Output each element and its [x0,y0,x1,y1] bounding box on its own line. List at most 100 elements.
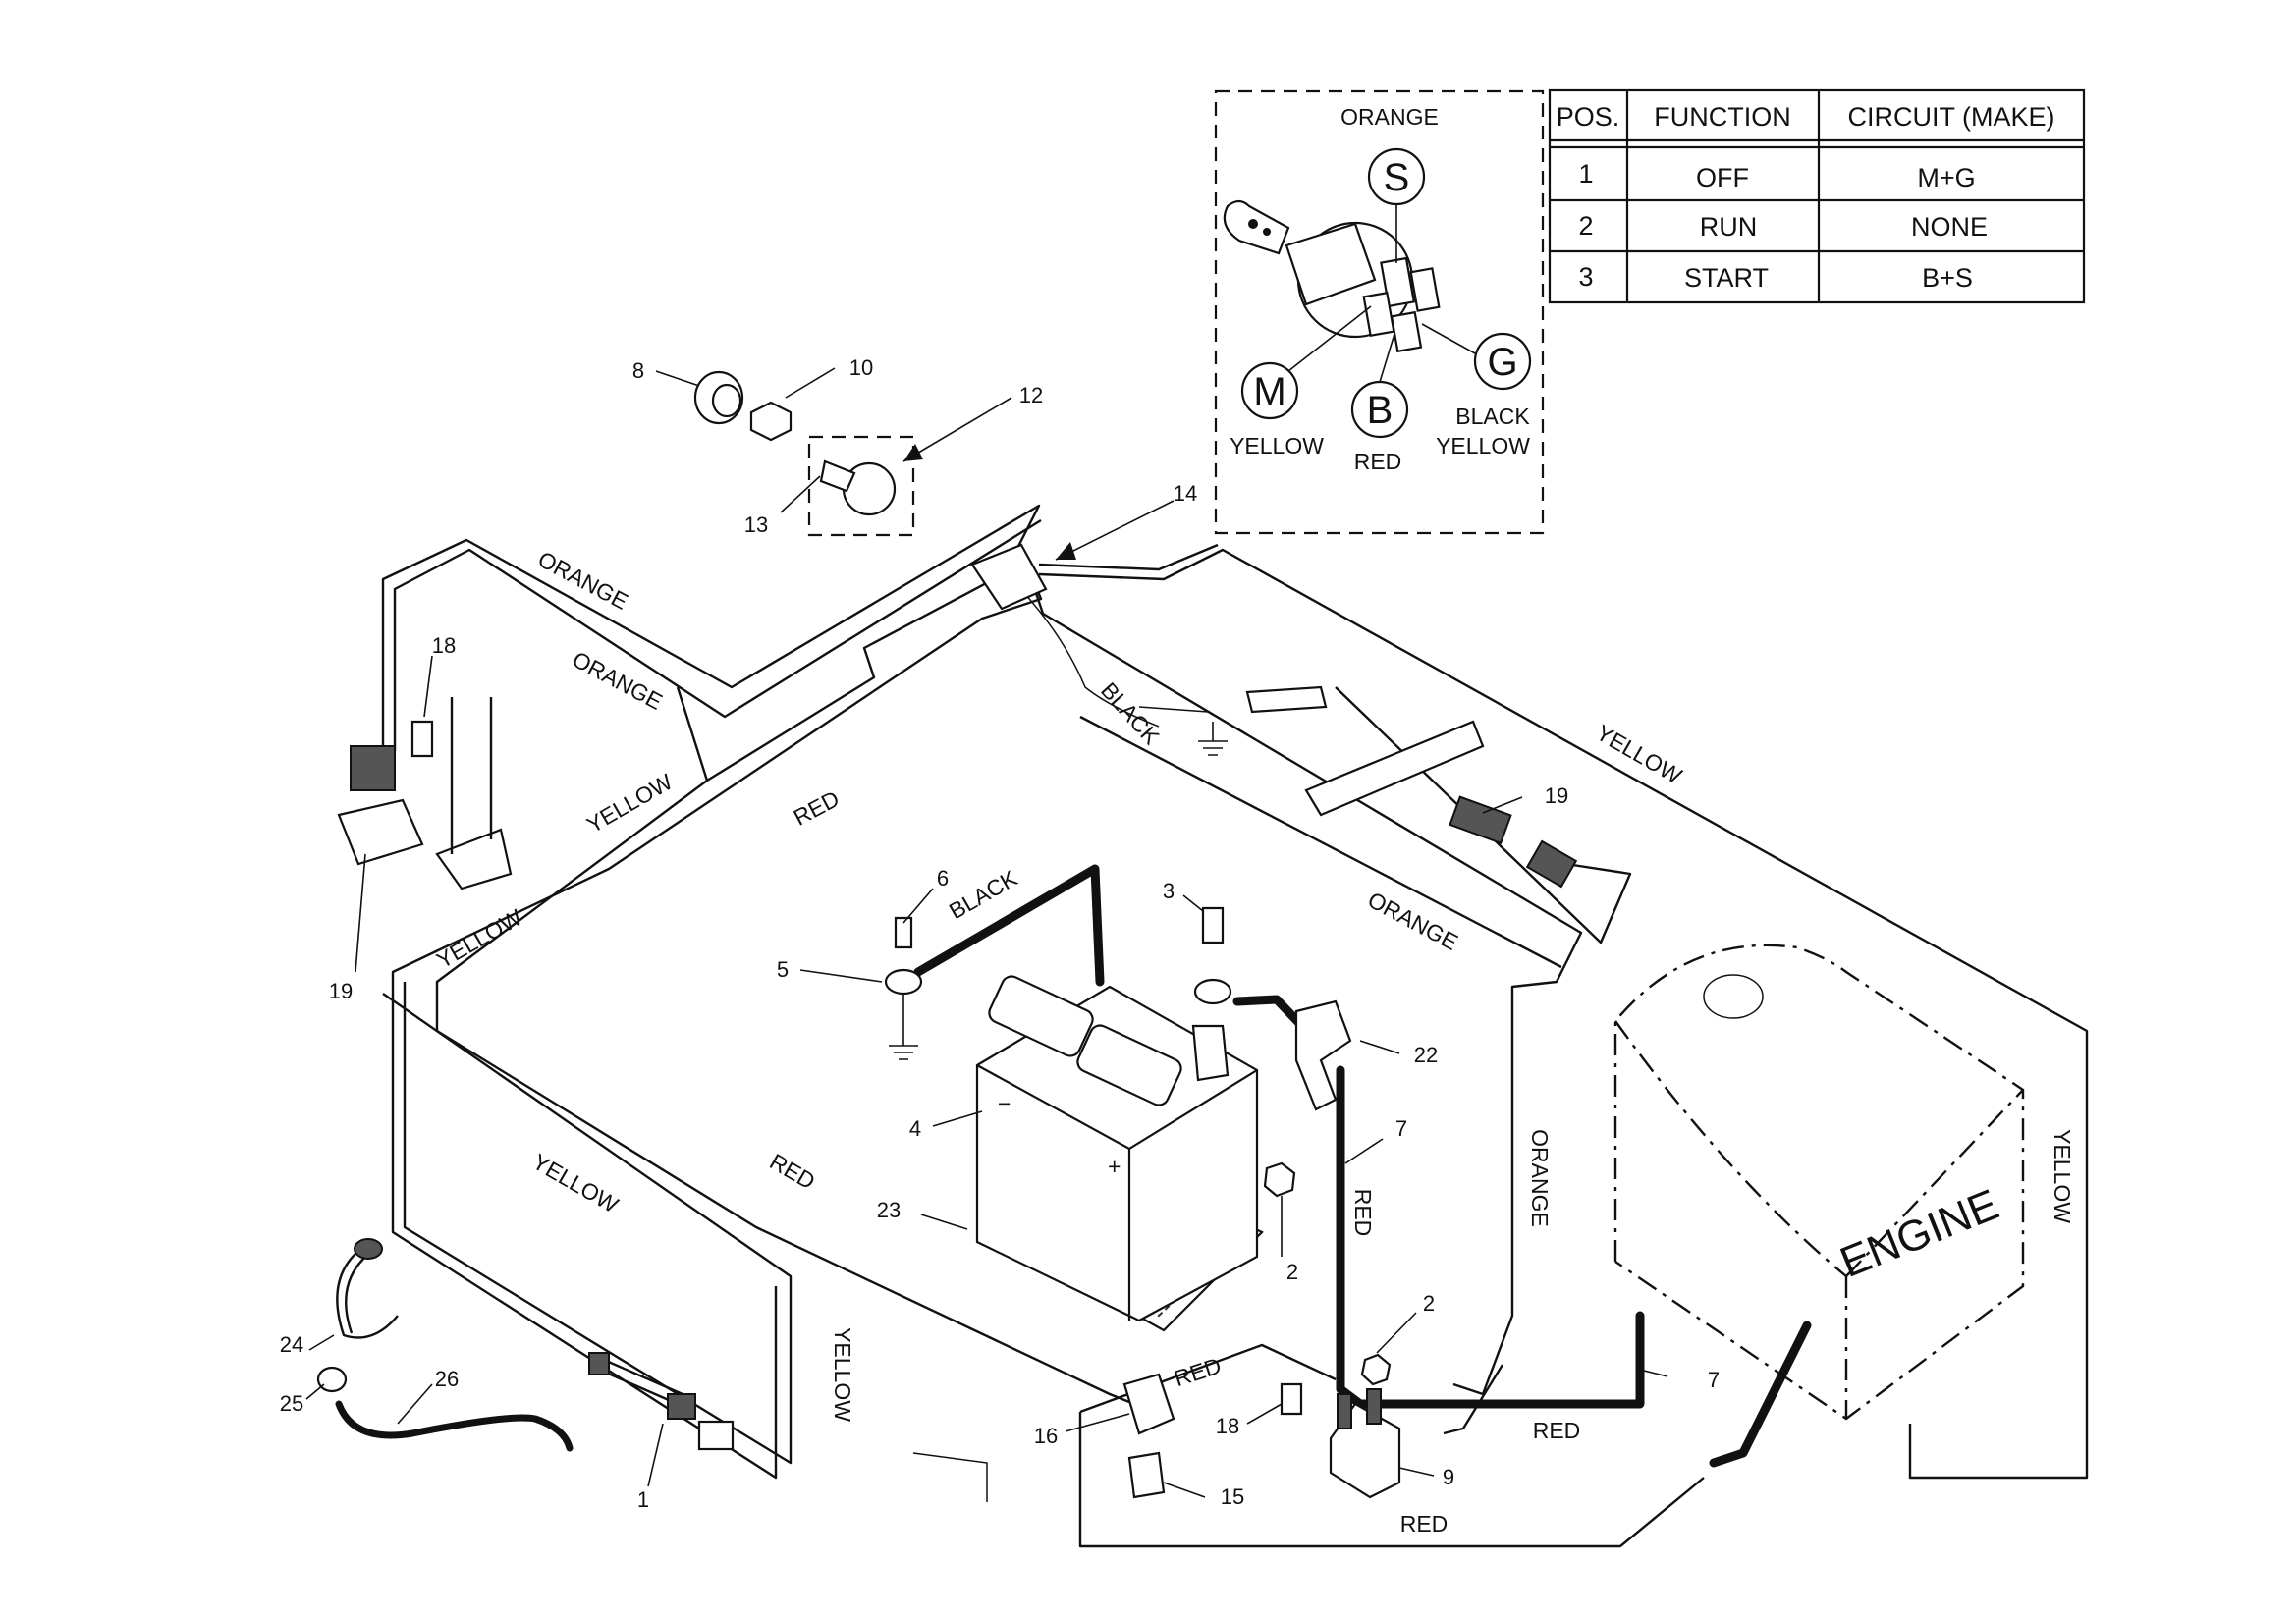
wire-label-yellow: YELLOW [582,769,677,838]
table-cell: OFF [1696,163,1749,192]
engine: ENGINE [1613,944,2025,1421]
part-number: 24 [280,1332,303,1357]
part-2-nut [1360,1353,1392,1386]
wire-label-red: RED [1533,1418,1581,1443]
wire-label-red: RED [1171,1353,1224,1392]
part-number: 2 [1286,1260,1298,1284]
part-number: 7 [1708,1368,1720,1392]
part-number: 1 [637,1487,649,1512]
part-number: 22 [1414,1043,1438,1067]
terminal-m-circle [1240,361,1299,420]
part-number: 25 [280,1391,303,1416]
part-26-hose [335,1400,574,1452]
table-cell: 3 [1578,262,1593,292]
table-cell: 1 [1578,159,1593,189]
part-number: 10 [849,355,873,380]
wire-label-black: BLACK [1096,677,1165,750]
wire-label-orange: ORANGE [1364,887,1462,955]
part-number: 9 [1443,1465,1454,1489]
ignition-switch-illustration [1223,199,1441,353]
wire-label-orange: ORANGE [1527,1129,1553,1227]
table-cell: 2 [1578,211,1593,241]
part-number: 13 [744,512,768,537]
detail-label-yellow-g: YELLOW [1436,433,1530,458]
part-number: 18 [432,633,456,658]
part-number: 23 [877,1198,901,1222]
terminal-b-label: B [1367,389,1394,432]
terminal-g-circle [1473,332,1532,391]
part-19-bracket [1304,720,1485,817]
table-header-circuit: CIRCUIT (MAKE) [1847,102,2054,132]
part-number: 16 [1034,1424,1058,1448]
part-5-ring-terminal [884,968,923,996]
parts [316,370,1578,1499]
detail-label-black: BLACK [1455,404,1530,429]
table-cell: RUN [1700,212,1758,242]
part-12-dashed-frame [807,435,915,537]
part-number: 4 [909,1116,921,1141]
wire-label-yellow: YELLOW [432,904,526,974]
wire-label-red: RED [1350,1189,1376,1237]
part-number: 14 [1174,481,1197,506]
part-15-fuse [1127,1451,1166,1499]
solenoid-post [1337,1393,1352,1429]
part-18-screw [1280,1382,1303,1416]
part-10-nut [749,401,793,442]
wire-harness [381,504,2089,1548]
part-24-ground-strap [336,1246,399,1339]
ground-symbol [1198,722,1228,756]
table-header-pos: POS. [1557,102,1620,132]
part-16-fuse-holder [1122,1373,1175,1435]
part-numbers: 8 10 12 13 14 18 19 19 6 5 3 22 4 7 2 23… [280,355,1720,1512]
part-22-boot [1294,999,1352,1111]
wire-label-orange: ORANGE [569,646,667,715]
part-14-connector [970,543,1048,611]
part-18-screw [410,720,434,758]
part-19-interlock [1449,795,1512,844]
terminal-g-label: G [1487,341,1517,384]
detail-label-yellow-m: YELLOW [1230,433,1324,458]
part-number: 5 [777,957,789,982]
wire-label-red: RED [790,785,844,831]
part-25-clamp [316,1366,348,1393]
part-13-key [819,459,856,493]
part-19-seat-switch [337,798,424,866]
part-19-connector [350,745,396,791]
detail-label-red: RED [1354,449,1402,474]
wire-label-red: RED [765,1149,819,1195]
part-number: 26 [435,1367,459,1391]
part-1-connector [667,1393,696,1420]
table-cell: START [1684,263,1769,293]
part-number: 15 [1221,1484,1244,1509]
leader-lines [305,367,1668,1498]
table-header-function: FUNCTION [1654,102,1790,132]
wire-label-yellow: YELLOW [528,1149,623,1218]
part-3-bolt [1201,906,1225,944]
terminal-s-label: S [1384,156,1410,199]
part-number: 19 [329,979,353,1003]
detail-label-orange: ORANGE [1340,104,1439,130]
battery-negative-mark: − [998,1091,1011,1116]
part-number: 7 [1395,1116,1407,1141]
terminal-m-label: M [1253,370,1285,413]
battery: − + [975,975,1264,1332]
part-number: 2 [1423,1291,1435,1316]
part-number: 8 [632,358,644,383]
part-2-nut [1263,1161,1296,1198]
part-number: 18 [1216,1414,1239,1438]
ground-symbol [889,987,918,1060]
wire-label-yellow: YELLOW [1592,720,1686,789]
part-6-bolt [894,916,913,949]
detail-dashed-frame [1214,89,1545,535]
wire-label-red: RED [1400,1511,1449,1537]
wire-label-yellow: YELLOW [830,1327,855,1422]
table-cell: M+G [1917,163,1975,192]
part-number: 3 [1163,879,1175,903]
table-cell: NONE [1911,212,1988,242]
solenoid-post [1366,1388,1382,1425]
part-number: 19 [1545,783,1568,808]
wire-label-yellow: YELLOW [2050,1129,2075,1223]
part-number: 6 [937,866,949,890]
table-cell: B+S [1922,263,1973,293]
